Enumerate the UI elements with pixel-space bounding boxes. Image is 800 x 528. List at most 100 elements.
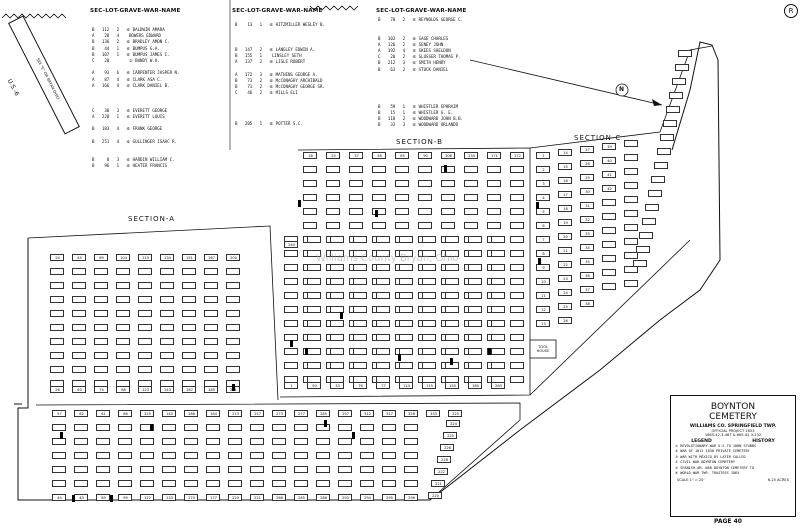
tool-house-label: TOOL HOUSE xyxy=(536,345,550,353)
burial-lot xyxy=(182,338,196,345)
burial-lot xyxy=(399,278,413,285)
burial-lot xyxy=(602,269,616,276)
burial-lot xyxy=(284,362,298,369)
burial-lot xyxy=(580,230,594,237)
burial-lot xyxy=(284,306,298,313)
burial-lot xyxy=(74,452,88,459)
lot-number: 24 xyxy=(55,255,60,260)
burial-lot xyxy=(294,480,308,487)
burial-lot xyxy=(307,306,321,313)
burial-lot xyxy=(338,438,352,445)
burial-lot xyxy=(395,194,409,201)
burial-lot xyxy=(160,310,174,317)
burial-lot xyxy=(669,92,683,99)
burial-lot xyxy=(307,236,321,243)
burial-lot xyxy=(326,180,340,187)
burial-lot xyxy=(657,148,671,155)
burial-lot xyxy=(182,310,196,317)
burial-lot xyxy=(284,250,298,257)
burial-lot xyxy=(284,264,298,271)
burial-lot xyxy=(510,292,524,299)
burial-lot xyxy=(96,452,110,459)
burial-lot xyxy=(510,306,524,313)
burial-lot xyxy=(445,264,459,271)
lot-number: 22 xyxy=(563,262,568,267)
lot-number: 134 xyxy=(468,153,475,158)
burial-lot xyxy=(303,208,317,215)
burial-lot xyxy=(639,232,653,239)
burial-lot xyxy=(160,282,174,289)
burial-lot xyxy=(204,310,218,317)
burial-lot xyxy=(116,282,130,289)
burial-lot xyxy=(353,306,367,313)
burial-lot xyxy=(468,278,482,285)
burial-lot xyxy=(404,424,418,431)
burial-lot xyxy=(294,410,308,417)
burial-lot xyxy=(491,320,505,327)
burial-lot xyxy=(558,289,572,296)
legend-item: ④ CIVIL WAR BOYNTON CEMETERY xyxy=(675,460,736,465)
burial-lot xyxy=(399,362,413,369)
roster-header-col1: SEC-LOT-GRAVE-WAR-NAME xyxy=(90,8,181,14)
lot-number: 38 xyxy=(585,301,590,306)
burial-lot xyxy=(138,366,152,373)
burial-lot xyxy=(510,278,524,285)
burial-lot xyxy=(349,180,363,187)
lot-number: 62 xyxy=(79,411,84,416)
lot-number: 122 xyxy=(144,495,151,500)
burial-lot xyxy=(206,466,220,473)
burial-lot xyxy=(376,292,390,299)
burial-lot xyxy=(404,480,418,487)
grave-marker xyxy=(324,420,327,427)
lot-number: 177 xyxy=(210,495,217,500)
burial-lot xyxy=(330,278,344,285)
lot-number: 12 xyxy=(541,307,546,312)
burial-lot xyxy=(226,352,240,359)
burial-lot xyxy=(330,382,344,389)
burial-lot xyxy=(536,180,550,187)
burial-lot xyxy=(602,157,616,164)
lot-number: 11 xyxy=(541,293,546,298)
burial-lot xyxy=(250,410,264,417)
burial-lot xyxy=(376,236,390,243)
lot-number: 61 xyxy=(101,411,106,416)
burial-lot xyxy=(353,278,367,285)
lot-number: 88 xyxy=(121,387,126,392)
burial-lot xyxy=(118,438,132,445)
burial-lot xyxy=(468,306,482,313)
burial-lot xyxy=(206,480,220,487)
burial-lot xyxy=(558,163,572,170)
legend-acres: 6.25 ACRES xyxy=(767,478,789,483)
burial-lot xyxy=(228,424,242,431)
burial-lot xyxy=(422,320,436,327)
burial-lot xyxy=(491,236,505,243)
burial-lot xyxy=(330,236,344,243)
burial-lot xyxy=(326,194,340,201)
burial-lot xyxy=(441,194,455,201)
burial-lot xyxy=(206,410,220,417)
burial-lot xyxy=(468,236,482,243)
burial-lot xyxy=(558,205,572,212)
burial-lot xyxy=(94,352,108,359)
burial-lot xyxy=(376,334,390,341)
burial-lot xyxy=(422,292,436,299)
burial-lot xyxy=(338,424,352,431)
burial-lot xyxy=(74,424,88,431)
grave-marker xyxy=(352,432,355,439)
burial-lot xyxy=(272,466,286,473)
burial-lot xyxy=(404,466,418,473)
lot-number: 31 xyxy=(585,203,590,208)
lot-number: 40 xyxy=(607,158,612,163)
burial-lot xyxy=(140,410,154,417)
grave-marker xyxy=(340,312,343,319)
burial-lot xyxy=(250,480,264,487)
burial-lot xyxy=(250,452,264,459)
lot-number: 294 xyxy=(364,495,371,500)
burial-lot xyxy=(441,152,455,159)
burial-lot xyxy=(160,338,174,345)
burial-lot xyxy=(96,410,110,417)
burial-lot xyxy=(624,280,638,287)
lot-number: 221 xyxy=(435,481,442,486)
burial-lot xyxy=(422,236,436,243)
lot-number: 220 xyxy=(432,493,439,498)
